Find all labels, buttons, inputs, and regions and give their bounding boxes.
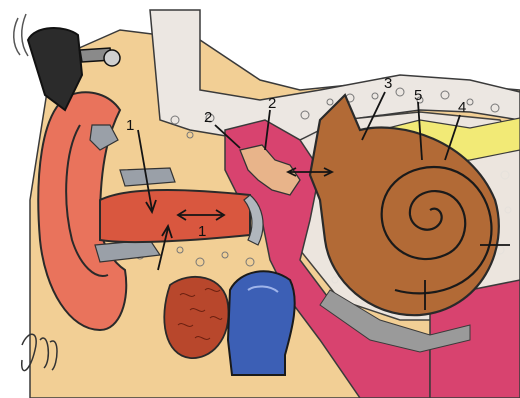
ear-canal [100,190,250,242]
label-2-left: 2 [204,109,212,126]
label-5: 5 [414,87,422,104]
label-4: 4 [458,99,466,116]
label-1-canal: 1 [198,223,206,240]
label-2-right: 2 [268,95,276,112]
label-3: 3 [384,75,392,92]
label-1-outer: 1 [126,117,134,134]
